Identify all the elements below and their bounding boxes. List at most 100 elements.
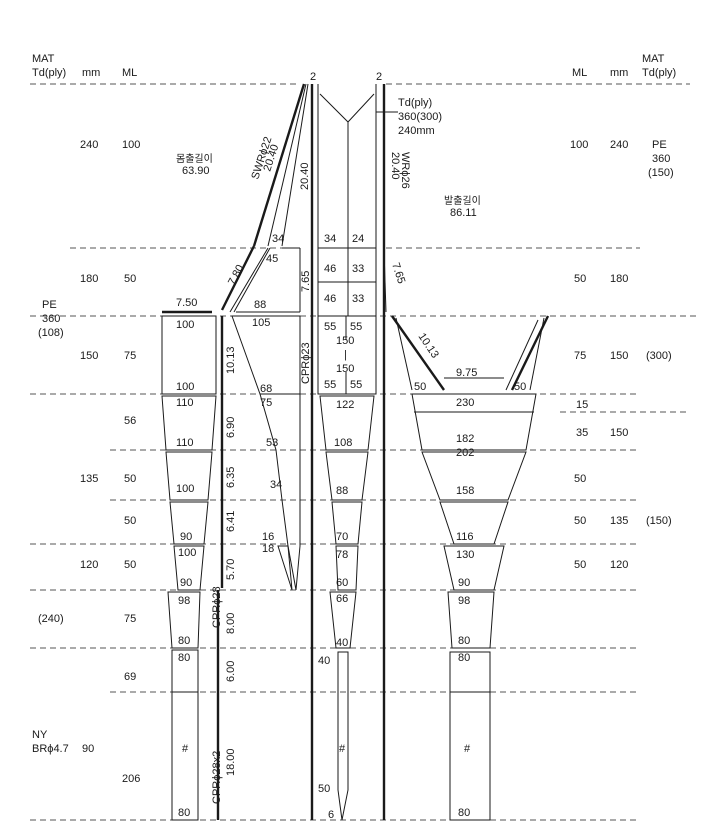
belly-mesh: 88 <box>254 299 266 311</box>
wing-mesh: 90 <box>458 577 470 589</box>
wing-mesh: 116 <box>456 531 474 543</box>
material-pe: PE <box>652 139 667 151</box>
ml-value: 56 <box>124 415 136 427</box>
center-mesh: 122 <box>336 399 354 411</box>
length-765b: 7.65 <box>389 261 407 285</box>
length-800: 8.00 <box>225 613 237 634</box>
wing-mesh: 100 <box>176 319 194 331</box>
length-600: 6.00 <box>225 661 237 682</box>
right-mm-label: mm <box>610 67 628 79</box>
cpr28-label: CPRϕ28 <box>211 586 223 628</box>
right-td-label: Td(ply) <box>642 67 676 79</box>
td-label: Td(ply) <box>398 97 432 109</box>
right-wing-panels: 50 50 230 182 202 158 116 130 90 98 80 8… <box>391 315 550 821</box>
center-mesh: 70 <box>336 531 348 543</box>
mm-value: 240 <box>80 139 98 151</box>
center-mesh: 46 <box>324 293 336 305</box>
mm-value: 150 <box>610 427 628 439</box>
mm-value: (240) <box>38 613 64 625</box>
belly-mesh: 18 <box>262 543 274 555</box>
wing-mesh: 230 <box>456 397 474 409</box>
center-length: 20.40 <box>299 162 311 190</box>
left-mat-label: MAT <box>32 53 55 65</box>
mm-value: 135 <box>80 473 98 485</box>
right-mm-column: 240 180 150 150 135 120 <box>610 139 628 571</box>
mm-value: 180 <box>80 273 98 285</box>
material-pe: PE <box>42 299 57 311</box>
belly-mesh: 68 <box>260 383 272 395</box>
wing-mesh: 100 <box>178 547 196 559</box>
right-material-notes: PE 360 (150) (300) (150) <box>646 139 674 527</box>
center-mesh: 40 <box>318 655 330 667</box>
center-mesh: 24 <box>352 233 364 245</box>
center-mesh: 6 <box>328 809 334 821</box>
belly-mesh: 105 <box>252 317 270 329</box>
pennant-right-count: 2 <box>376 71 382 83</box>
wing-mesh: 90 <box>180 577 192 589</box>
ml-value: 50 <box>124 515 136 527</box>
length-690: 6.90 <box>225 417 237 438</box>
center-mesh: 60 <box>336 577 348 589</box>
ml-value: 50 <box>124 559 136 571</box>
mm-value: 150 <box>610 350 628 362</box>
wing-mesh: 80 <box>458 807 470 819</box>
mm-value: 150 <box>80 350 98 362</box>
wing-hash: # <box>464 743 471 755</box>
cpr28x2-label: CPRϕ28x2 <box>211 751 223 804</box>
ml-value: 50 <box>124 273 136 285</box>
material-ply: (108) <box>38 327 64 339</box>
wing-hash: # <box>182 743 189 755</box>
left-wing-panels: 100 100 110 110 100 90 100 90 98 80 80 #… <box>161 315 217 821</box>
length-641: 6.41 <box>225 511 237 532</box>
center-mesh: 40 <box>336 637 348 649</box>
length-975: 9.75 <box>456 367 477 379</box>
wr-length: 20.40 <box>389 152 401 180</box>
wing-mesh: 100 <box>176 483 194 495</box>
wing-mesh: 158 <box>456 485 474 497</box>
center-mesh: 33 <box>352 293 364 305</box>
ml-value: 50 <box>574 473 586 485</box>
center-mesh: 55 <box>324 379 336 391</box>
foot-length-value: 86.11 <box>450 207 477 219</box>
pennant-labels: 2 2 <box>310 71 382 83</box>
belly-mesh: 34 <box>270 479 282 491</box>
wing-mesh: 80 <box>458 635 470 647</box>
right-mat-label: MAT <box>642 53 665 65</box>
belly-panel: 34 45 88 105 68 75 53 34 16 18 <box>231 233 301 591</box>
center-mesh: 50 <box>318 783 330 795</box>
belly-mesh: 34 <box>272 233 284 245</box>
center-mesh: 33 <box>352 263 364 275</box>
center-mesh: 78 <box>336 549 348 561</box>
pennant-left-count: 2 <box>310 71 316 83</box>
ml-value: 15 <box>576 399 588 411</box>
ml-value: 50 <box>574 515 586 527</box>
center-hash: # <box>339 743 346 755</box>
ml-value: 50 <box>574 559 586 571</box>
length-750: 7.50 <box>176 297 197 309</box>
wing-mesh: 90 <box>180 531 192 543</box>
ml-value: 35 <box>576 427 588 439</box>
center-mesh: 108 <box>334 437 352 449</box>
ml-value: 100 <box>570 139 588 151</box>
material-td: 360 <box>652 153 670 165</box>
ml-value: 69 <box>124 671 136 683</box>
mm-value: 90 <box>82 743 94 755</box>
wing-mesh: 80 <box>178 635 190 647</box>
material-td: 360 <box>42 313 60 325</box>
material-ply: (300) <box>646 350 672 362</box>
head-length-label: 몸출길이 <box>176 152 213 165</box>
left-header: MAT Td(ply) mm ML <box>32 53 137 79</box>
center-mesh: 46 <box>324 263 336 275</box>
material-ply: (150) <box>648 167 674 179</box>
mm-value: 120 <box>80 559 98 571</box>
belly-mesh: 75 <box>260 397 272 409</box>
left-mm-label: mm <box>82 67 100 79</box>
td-value: 240mm <box>398 125 435 137</box>
length-765a: 7.65 <box>300 271 312 292</box>
wing-mesh: 202 <box>456 447 474 459</box>
ml-value: 50 <box>574 273 586 285</box>
wing-mesh: 182 <box>456 433 474 445</box>
foot-length-label: 발출길이 <box>444 194 481 207</box>
ml-value: 100 <box>122 139 140 151</box>
right-ml-column: 100 50 75 15 35 50 50 50 <box>570 139 588 571</box>
